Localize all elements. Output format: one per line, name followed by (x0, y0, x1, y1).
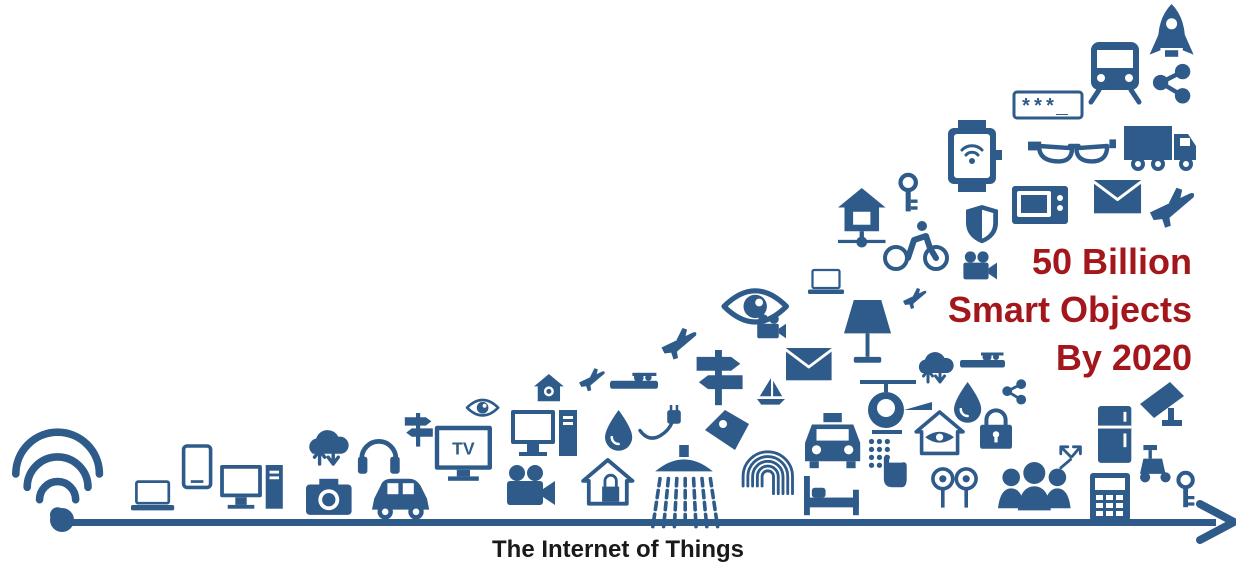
signpost-icon (696, 350, 743, 406)
video-camera-icon (757, 314, 786, 339)
water-drop-icon (605, 410, 633, 451)
video-camera-icon (507, 465, 555, 505)
cloud-sync-icon (918, 352, 954, 384)
arrow-axis-icon (50, 500, 1236, 544)
airplane-icon (579, 368, 605, 392)
scooter-icon (1140, 445, 1171, 483)
rocket-icon (1149, 4, 1194, 57)
tag-icon (705, 410, 749, 450)
security-camera-icon (1140, 382, 1184, 426)
desktop-computer-icon (220, 465, 283, 509)
shower-icon (651, 445, 720, 529)
key-icon (898, 172, 918, 212)
axis-caption: The Internet of Things (492, 536, 744, 563)
bed-icon (804, 476, 859, 516)
calculator-icon (1090, 473, 1130, 521)
refrigerator-icon (1098, 406, 1132, 463)
laptop-icon (808, 268, 844, 294)
eye-icon (465, 398, 500, 417)
padlock-icon (980, 408, 1012, 449)
headline-line-3: By 2020 (1055, 337, 1192, 378)
tv-icon: TV (434, 425, 493, 481)
envelope-icon (784, 348, 834, 381)
envelope-icon (1092, 180, 1143, 214)
smart-home-icon (534, 374, 564, 402)
power-plug-icon (638, 405, 681, 440)
headline-line-2: Smart Objects (947, 289, 1192, 330)
share-icon (1152, 63, 1191, 104)
airplane-icon (1149, 187, 1195, 228)
airplane-icon (661, 328, 697, 360)
password-field-icon: ***_ (1012, 90, 1084, 120)
smart-glasses-icon (1028, 139, 1116, 164)
taxi-icon (805, 413, 861, 469)
table-lamp-icon (844, 300, 892, 363)
cloud-sync-icon (309, 430, 349, 466)
headline-line-1: 50 Billion (1031, 241, 1192, 282)
water-drop-icon (954, 382, 982, 423)
camera-icon (306, 478, 352, 515)
video-camera-icon (963, 251, 997, 280)
location-pin-icon (931, 467, 978, 508)
key-icon (1176, 470, 1195, 508)
laptop-icon (131, 480, 175, 511)
truck-icon (1124, 126, 1196, 171)
slider-control-icon (610, 372, 658, 389)
resize-arrows-icon (1059, 445, 1082, 470)
tv-label: TV (452, 438, 475, 458)
fingerprint-icon (741, 450, 794, 496)
train-icon (1088, 42, 1142, 105)
eye-icon (721, 288, 789, 325)
airplane-icon (903, 288, 927, 309)
monitor-tower-icon (511, 410, 577, 456)
people-group-icon (998, 462, 1071, 511)
share-icon (1002, 379, 1027, 405)
keypad-touch-icon (868, 438, 907, 488)
headphones-icon (357, 439, 400, 474)
sailboat-icon (757, 378, 785, 405)
tablet-icon (181, 444, 213, 490)
helicopter-icon (860, 380, 932, 434)
home-lock-icon (581, 458, 635, 506)
password-label: ***_ (1020, 97, 1069, 120)
car-icon (372, 478, 430, 520)
slider-control-icon (960, 352, 1005, 368)
signpost-icon (404, 413, 433, 447)
home-eye-icon (914, 410, 965, 456)
cyclist-icon (883, 221, 949, 271)
smart-watch-icon (948, 120, 1002, 192)
house-network-icon (838, 188, 886, 248)
microwave-icon (1012, 186, 1068, 224)
shield-icon (966, 205, 998, 244)
